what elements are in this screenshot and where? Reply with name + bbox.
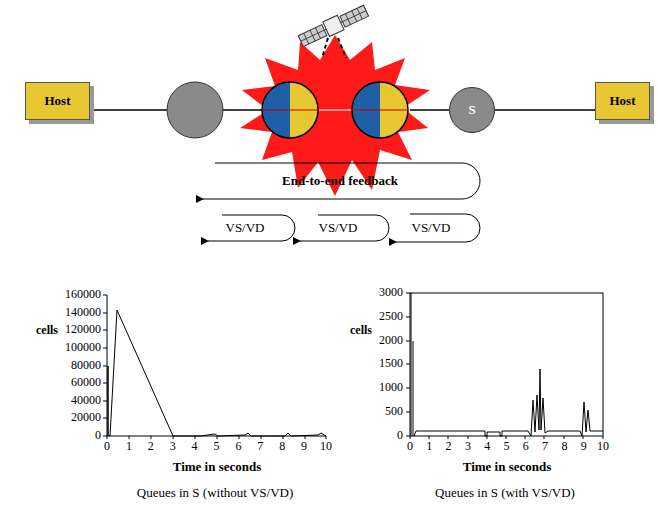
axis-tick: 120000 xyxy=(65,324,101,337)
axis-tick: 1 xyxy=(126,440,132,453)
feedback-label: VS/VD xyxy=(318,221,357,235)
axis-tick: 4 xyxy=(484,440,490,453)
chart-axes xyxy=(103,293,603,439)
axis-title: Time in seconds xyxy=(463,460,552,474)
chart-caption: Queues in S (with VS/VD) xyxy=(435,486,575,500)
satellite-gateway xyxy=(262,82,408,138)
axis-tick: 0 xyxy=(397,429,403,442)
axis-tick: 3 xyxy=(465,440,471,453)
axis-title: Time in seconds xyxy=(173,460,262,474)
axis-tick: 2000 xyxy=(379,334,403,347)
axis-tick: 5 xyxy=(214,440,220,453)
axis-tick: 10 xyxy=(597,440,609,453)
axis-title: cells xyxy=(36,324,58,337)
axis-tick: 0 xyxy=(407,440,413,453)
axis-tick: 3000 xyxy=(379,286,403,299)
axis-tick: 140000 xyxy=(65,306,101,319)
axis-tick: 2500 xyxy=(379,310,403,323)
axis-tick: 0 xyxy=(95,429,101,442)
axis-title: cells xyxy=(350,324,372,337)
axis-tick: 40000 xyxy=(71,394,101,407)
network-wire xyxy=(495,109,595,111)
axis-tick: 1000 xyxy=(379,382,403,395)
satellite xyxy=(297,3,369,58)
axis-tick: 0 xyxy=(104,440,110,453)
axis-tick: 100000 xyxy=(65,341,101,354)
feedback-label: End-to-end feedback xyxy=(282,174,398,188)
axis-tick: 80000 xyxy=(71,359,101,372)
feedback-label: VS/VD xyxy=(225,221,264,235)
network-wire xyxy=(90,109,449,111)
axis-tick: 7 xyxy=(257,440,263,453)
axis-tick: 9 xyxy=(581,440,587,453)
feedback-loop xyxy=(203,163,480,242)
axis-tick: 160000 xyxy=(65,288,101,301)
axis-tick: 500 xyxy=(385,406,403,419)
axis-tick: 8 xyxy=(279,440,285,453)
network-wire xyxy=(262,110,410,111)
axis-tick: 7 xyxy=(542,440,548,453)
axis-tick: 3 xyxy=(170,440,176,453)
chart-caption: Queues in S (without VS/VD) xyxy=(137,486,293,500)
axis-tick: 1500 xyxy=(379,358,403,371)
axis-tick: 4 xyxy=(192,440,198,453)
queue-curve xyxy=(108,293,603,436)
switch-node xyxy=(167,82,223,138)
axis-tick: 9 xyxy=(301,440,307,453)
axis-tick: 20000 xyxy=(71,412,101,425)
explosion xyxy=(240,35,430,196)
switch-node: S xyxy=(449,87,495,133)
axis-tick: 1 xyxy=(426,440,432,453)
axis-tick: 10 xyxy=(320,440,332,453)
node-label: Host xyxy=(45,93,71,109)
axis-tick: 8 xyxy=(561,440,567,453)
node-label: Host xyxy=(610,93,636,109)
axis-tick: 60000 xyxy=(71,377,101,390)
axis-tick: 2 xyxy=(446,440,452,453)
axis-tick: 6 xyxy=(523,440,529,453)
feedback-label: VS/VD xyxy=(411,221,450,235)
host-box: Host xyxy=(25,82,90,120)
axis-tick: 5 xyxy=(504,440,510,453)
host-box: Host xyxy=(595,82,650,120)
axis-tick: 6 xyxy=(235,440,241,453)
axis-tick: 2 xyxy=(148,440,154,453)
node-label: S xyxy=(468,102,475,118)
